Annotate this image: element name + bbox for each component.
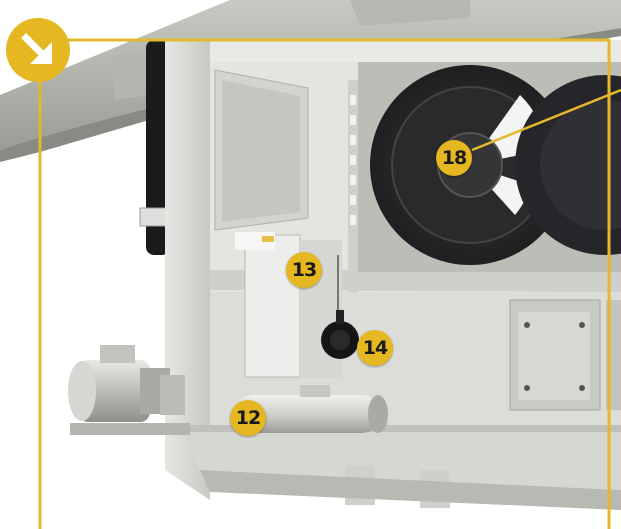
black-sensor — [321, 310, 359, 359]
corner-badge — [6, 18, 70, 82]
callout-18: 18 — [436, 140, 472, 176]
callout-12: 12 — [230, 400, 266, 436]
callout-13: 13 — [286, 252, 322, 288]
callout-label: 13 — [291, 259, 317, 281]
water-tank — [235, 232, 342, 378]
callout-14: 14 — [357, 330, 393, 366]
cable — [146, 40, 170, 255]
callout-label: 12 — [235, 407, 261, 429]
arrow-down-right-icon — [18, 30, 58, 70]
frame-line — [40, 38, 611, 529]
leader-line — [471, 88, 621, 152]
filter-cylinder — [235, 385, 388, 433]
pump-motor — [68, 345, 190, 435]
cooling-fan — [358, 62, 621, 272]
callout-label: 18 — [441, 147, 467, 169]
callout-label: 14 — [362, 337, 388, 359]
